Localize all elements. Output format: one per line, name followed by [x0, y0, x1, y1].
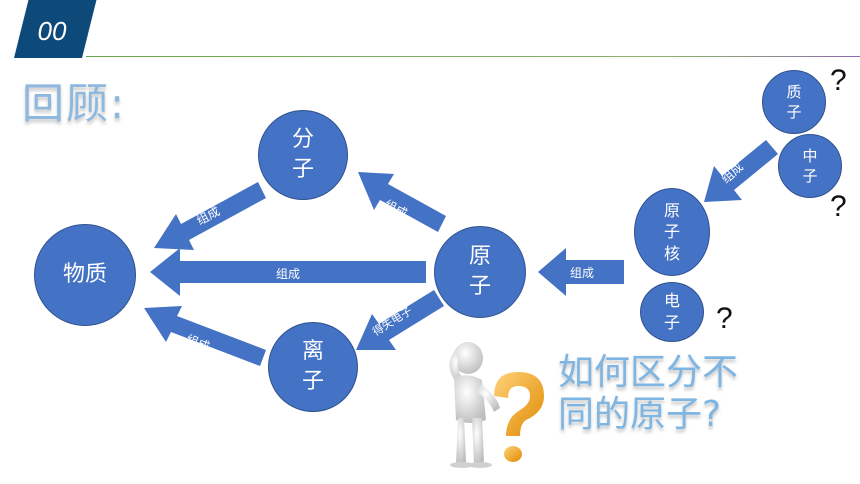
node-proton-char-1: 质 [786, 82, 802, 101]
node-neutron-char-2: 子 [802, 167, 818, 185]
thinking-person-question-icon [449, 342, 544, 468]
node-electron-char-1: 电 [663, 291, 680, 311]
question-line-2: 同的原子? [558, 394, 722, 436]
question-line-1: 如何区分不 [558, 352, 739, 393]
node-neutron-char-1: 中 [802, 146, 818, 165]
arrow-atom-to-ion [356, 290, 444, 350]
node-atom: 原 子 [434, 226, 526, 318]
arrow-atom-to-molecule [358, 172, 446, 232]
node-nucleus-char-2: 子 [663, 222, 680, 242]
node-proton-char-2: 子 [786, 103, 802, 121]
arrow-nucleus-to-atom [538, 248, 624, 296]
arrow-particles-to-nucleus [704, 140, 778, 202]
node-atom-char-1: 原 [468, 244, 491, 270]
node-neutron: 中 子 [778, 134, 842, 198]
question-text: 如何区分不 同的原子? [558, 352, 788, 437]
section-number: 00 [37, 16, 67, 46]
node-electron-char-2: 子 [663, 313, 680, 332]
node-atom-char-2: 子 [468, 274, 491, 299]
node-molecule: 分 子 [258, 110, 348, 200]
arrow-atom-to-matter [150, 248, 426, 296]
node-matter: 物质 [34, 224, 136, 326]
node-ion-char-2: 子 [301, 369, 324, 394]
node-nucleus-char-3: 核 [663, 243, 680, 263]
node-molecule-char-2: 子 [291, 157, 314, 182]
header-divider [86, 56, 860, 57]
page-title: 回顾: [22, 79, 127, 128]
node-electron: 电 子 [640, 282, 704, 342]
node-ion-char-1: 离 [301, 339, 324, 365]
arrow-ion-to-matter [144, 306, 266, 366]
question-mark-neutron: ? [830, 190, 847, 223]
question-mark-proton: ? [830, 64, 847, 97]
node-molecule-char-1: 分 [291, 127, 314, 153]
arrow-label-nucleus-to-atom: 组成 [570, 266, 595, 280]
node-nucleus-char-1: 原 [663, 200, 680, 220]
node-matter-label: 物质 [62, 262, 107, 288]
node-ion: 离 子 [268, 322, 358, 412]
node-nucleus: 原 子 核 [634, 188, 710, 276]
question-mark-electron: ? [716, 302, 733, 335]
arrow-molecule-to-matter [154, 182, 266, 250]
arrow-label-atom-to-matter: 组成 [276, 267, 301, 281]
node-proton: 质 子 [762, 70, 826, 134]
